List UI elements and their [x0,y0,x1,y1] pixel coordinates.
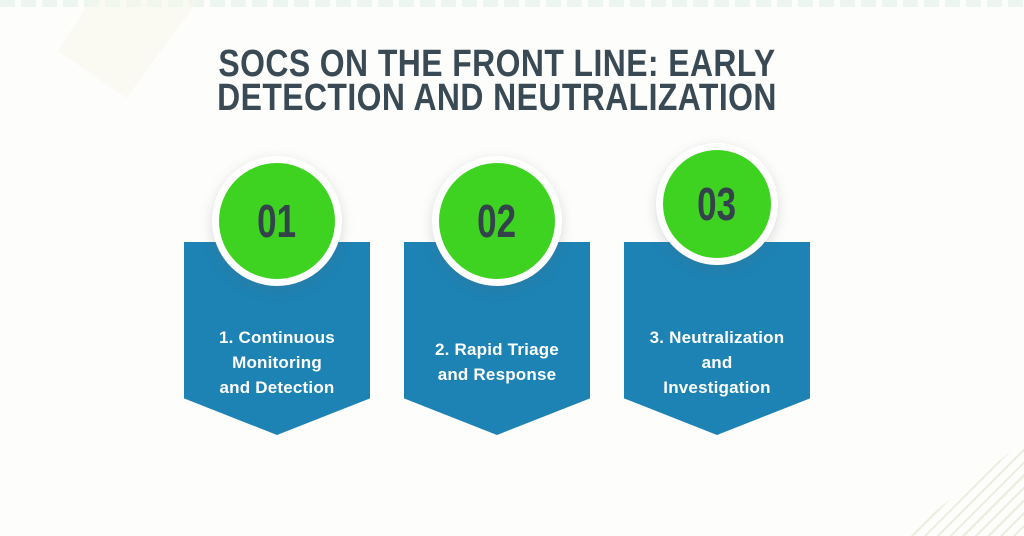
step-2-label: 2. Rapid Triage and Response [409,306,585,418]
step-3: 3. Neutralization and Investigation 03 [624,143,810,458]
page-title-line-2: DETECTION AND NEUTRALIZATION [217,77,777,119]
step-2-number-circle: 02 [432,156,562,286]
step-2-label-line: 2. Rapid Triage [435,340,559,359]
step-3-label-line: and [701,352,733,372]
step-1-number-circle: 01 [212,156,342,286]
step-1-number: 01 [257,195,297,247]
step-1-label-line: and Detection [219,377,335,397]
step-1: 1. Continuous Monitoring and Detection 0… [184,148,370,458]
step-1-label-line: Monitoring [232,352,322,372]
page-title: SOCS ON THE FRONT LINE: EARLY DETECTION … [80,43,915,119]
step-1-label: 1. Continuous Monitoring and Detection [189,306,365,418]
top-edge-pattern-decoration [0,0,1024,7]
bottom-right-stripes-decoration [904,441,1024,536]
step-1-label-line: 1. Continuous [219,327,335,347]
step-2-number: 02 [477,195,517,247]
page-title-line-1: SOCS ON THE FRONT LINE: EARLY [218,43,776,85]
step-3-number: 03 [697,178,737,230]
steps-row: 1. Continuous Monitoring and Detection 0… [184,143,810,458]
step-2: 2. Rapid Triage and Response 02 [404,148,590,458]
step-3-label: 3. Neutralization and Investigation [629,306,805,418]
step-2-label-line: and Response [437,365,557,384]
step-3-label-line: Investigation [663,377,771,397]
step-3-label-line: 3. Neutralization [649,327,785,347]
step-3-banner-ribbon: 3. Neutralization and Investigation [624,242,810,435]
step-3-number-circle: 03 [656,143,778,265]
